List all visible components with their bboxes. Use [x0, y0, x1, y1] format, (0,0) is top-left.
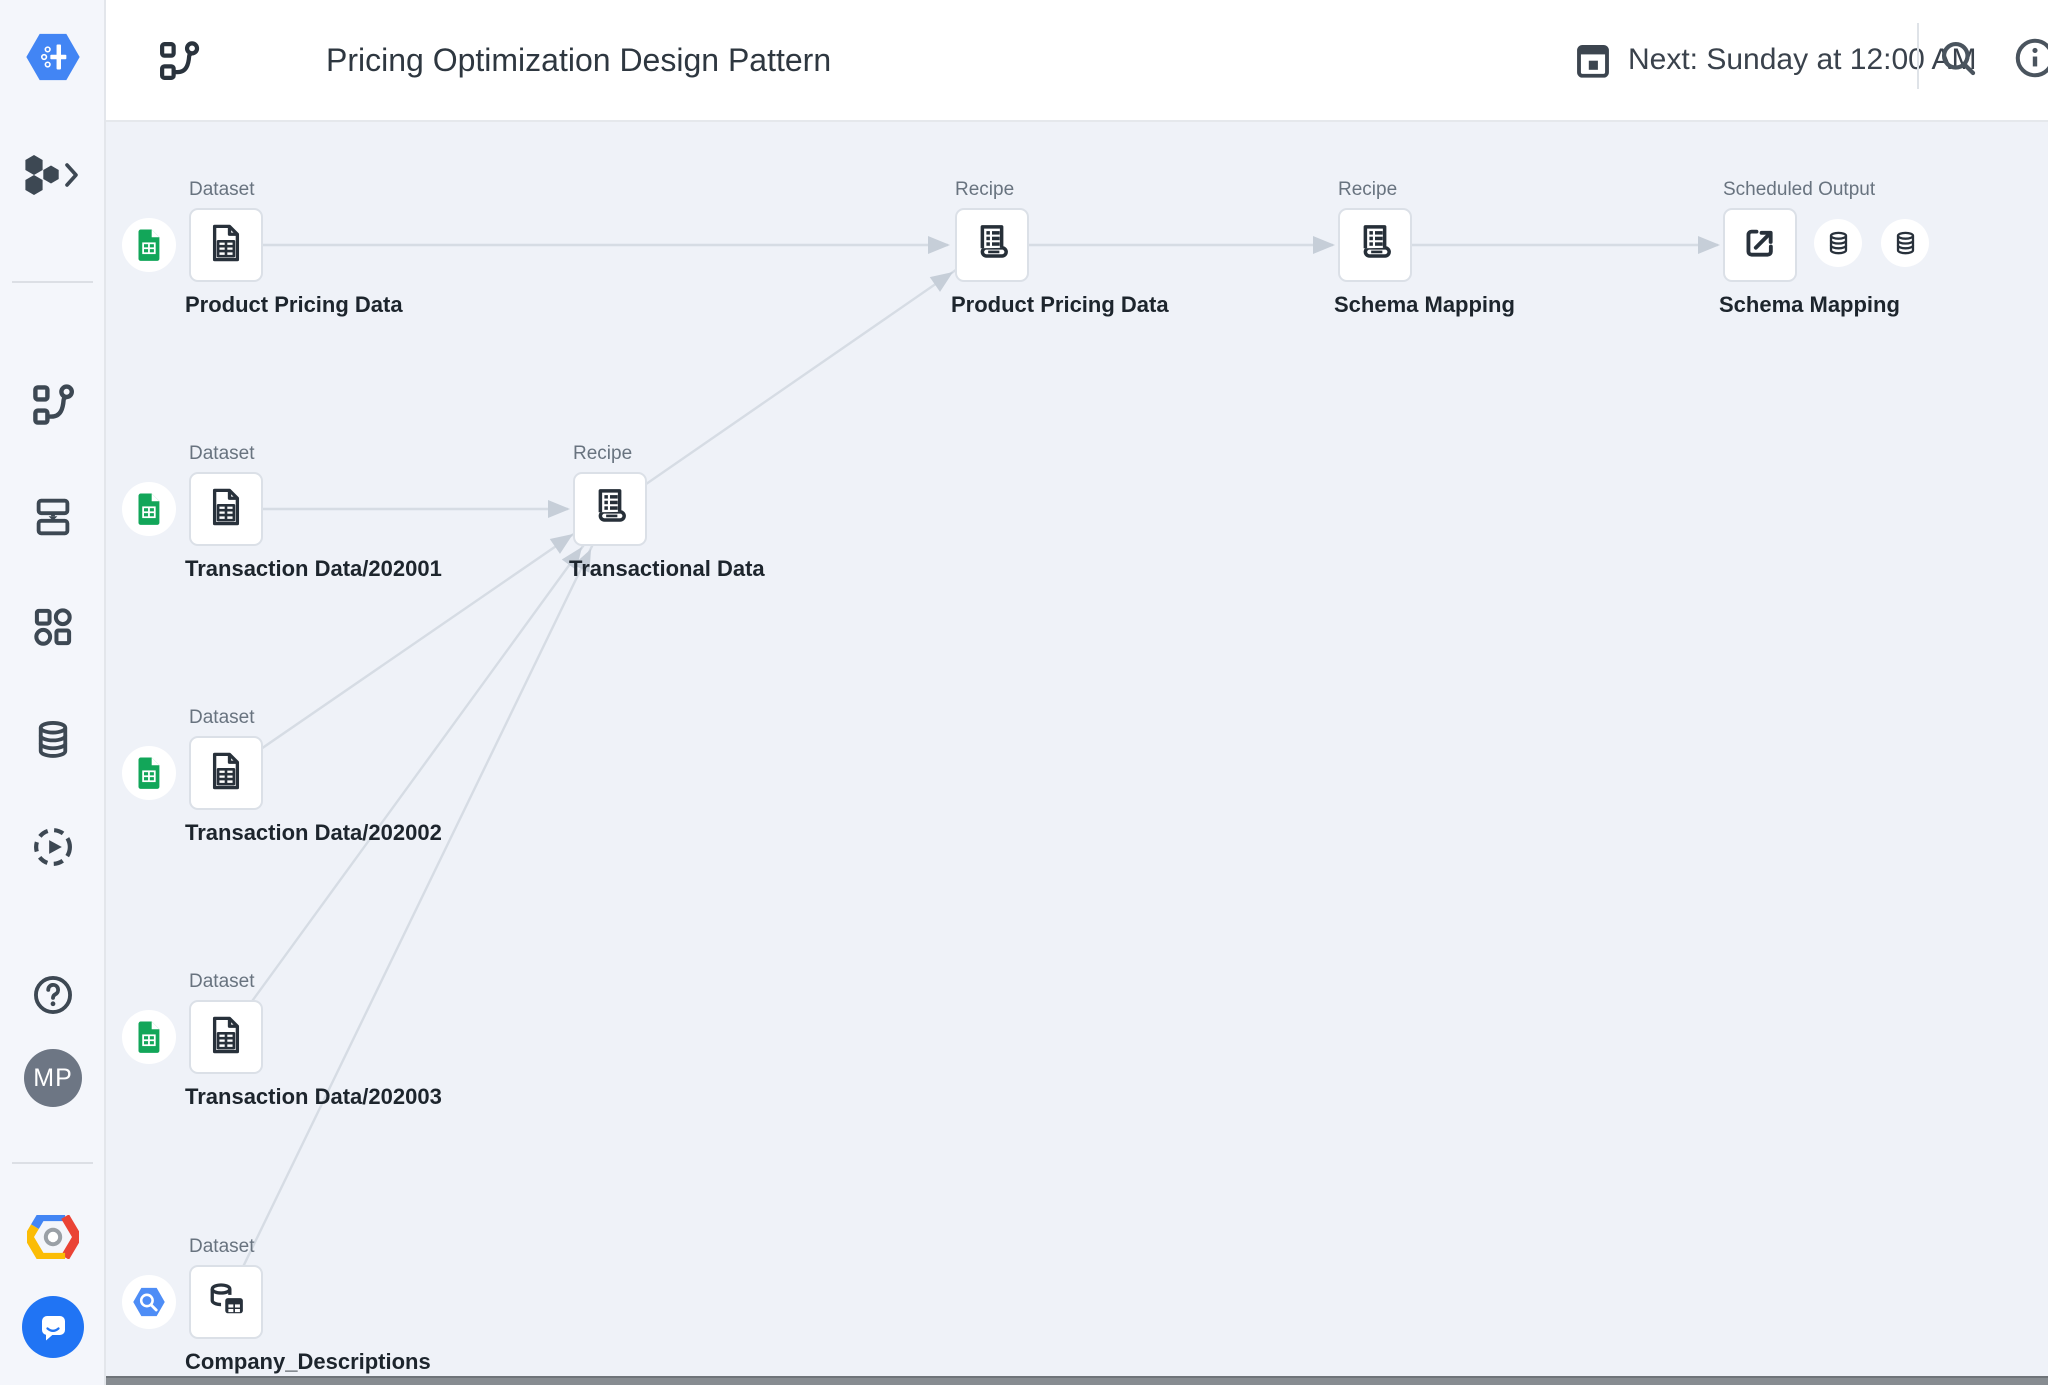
- database-icon: [1829, 231, 1847, 254]
- node-dataset-company-descriptions[interactable]: Dataset: [122, 1236, 431, 1374]
- node-name[interactable]: Schema Mapping: [1719, 292, 1900, 317]
- search-icon[interactable]: [1936, 36, 1980, 85]
- recipe-icon: [1354, 222, 1396, 269]
- schedule-next-run[interactable]: Next: Sunday at 12:00 AM: [1572, 0, 1977, 120]
- dataset-file-icon: [205, 1014, 247, 1061]
- google-sheets-badge: [122, 746, 176, 800]
- sidebar-item-library[interactable]: [30, 604, 76, 650]
- node-recipe-product-pricing-data[interactable]: Recipe Product Pricing Data: [951, 179, 1169, 317]
- google-sheets-badge: [122, 1010, 176, 1064]
- node-dataset-transaction-202002[interactable]: Dataset Transaction Data/20: [122, 707, 442, 845]
- database-icon: [1896, 231, 1914, 254]
- sidebar-item-flows[interactable]: [29, 381, 77, 429]
- node-dataset-transaction-202003[interactable]: Dataset Transaction Data/20: [122, 971, 442, 1109]
- node-type-label: Dataset: [189, 443, 255, 464]
- node-type-label: Recipe: [955, 179, 1015, 200]
- bigquery-badge: [122, 1275, 176, 1329]
- node-name[interactable]: Transaction Data/202003: [185, 1084, 442, 1109]
- sidebar-item-jobs[interactable]: [30, 494, 76, 540]
- node-name[interactable]: Product Pricing Data: [185, 292, 403, 317]
- node-name[interactable]: Transaction Data/202001: [185, 556, 442, 581]
- flow-icon: [156, 38, 202, 89]
- header-divider: [1917, 23, 1919, 89]
- node-name[interactable]: Schema Mapping: [1334, 292, 1515, 317]
- chat-icon[interactable]: [22, 1296, 84, 1358]
- hexagon-expander-icon[interactable]: [20, 152, 84, 198]
- output-database-target-1[interactable]: [1814, 219, 1862, 267]
- dataset-file-icon: [205, 222, 247, 269]
- recipe-icon: [971, 222, 1013, 269]
- info-icon[interactable]: [2013, 36, 2048, 85]
- calendar-icon: [1572, 39, 1614, 81]
- help-icon[interactable]: [31, 973, 75, 1017]
- node-type-label: Dataset: [189, 1236, 255, 1257]
- node-name[interactable]: Product Pricing Data: [951, 292, 1169, 317]
- node-type-label: Recipe: [1338, 179, 1398, 200]
- sidebar-divider: [12, 1162, 93, 1164]
- sidebar-item-connections[interactable]: [30, 717, 76, 763]
- output-database-target-2[interactable]: [1881, 219, 1929, 267]
- node-scheduled-output-schema-mapping[interactable]: Scheduled Output Schema Mapping: [1719, 179, 1900, 317]
- node-type-label: Scheduled Output: [1723, 179, 1876, 200]
- node-dataset-product-pricing-data[interactable]: Dataset Product Pricing Dat: [122, 179, 403, 317]
- sidebar: MP: [0, 0, 106, 1385]
- header: Pricing Optimization Design Pattern Next…: [106, 0, 2048, 122]
- node-type-label: Dataset: [189, 707, 255, 728]
- node-name[interactable]: Transactional Data: [569, 556, 765, 581]
- sidebar-divider: [12, 281, 93, 283]
- node-recipe-schema-mapping[interactable]: Recipe Schema Mapping: [1334, 179, 1515, 317]
- node-recipe-transactional-data[interactable]: Recipe Transactional Data: [569, 443, 765, 581]
- dataset-file-icon: [205, 486, 247, 533]
- export-icon: [1739, 222, 1781, 269]
- canvas-bottom-scrollbar[interactable]: [106, 1376, 2048, 1385]
- dataset-file-icon: [205, 750, 247, 797]
- node-type-label: Dataset: [189, 179, 255, 200]
- google-sheets-badge: [122, 218, 176, 272]
- recipe-icon: [589, 486, 631, 533]
- node-type-label: Recipe: [573, 443, 633, 464]
- dataprep-logo[interactable]: [25, 33, 81, 81]
- node-name[interactable]: Transaction Data/202002: [185, 820, 442, 845]
- node-name[interactable]: Company_Descriptions: [185, 1349, 431, 1374]
- page-title[interactable]: Pricing Optimization Design Pattern: [326, 41, 832, 78]
- database-table-icon: [204, 1278, 248, 1327]
- google-cloud-logo: [27, 1215, 79, 1259]
- avatar[interactable]: MP: [24, 1049, 82, 1107]
- google-sheets-badge: [122, 482, 176, 536]
- sidebar-item-run-history[interactable]: [30, 824, 76, 870]
- node-type-label: Dataset: [189, 971, 255, 992]
- node-dataset-transaction-202001[interactable]: Dataset Transaction Data/20: [122, 443, 442, 581]
